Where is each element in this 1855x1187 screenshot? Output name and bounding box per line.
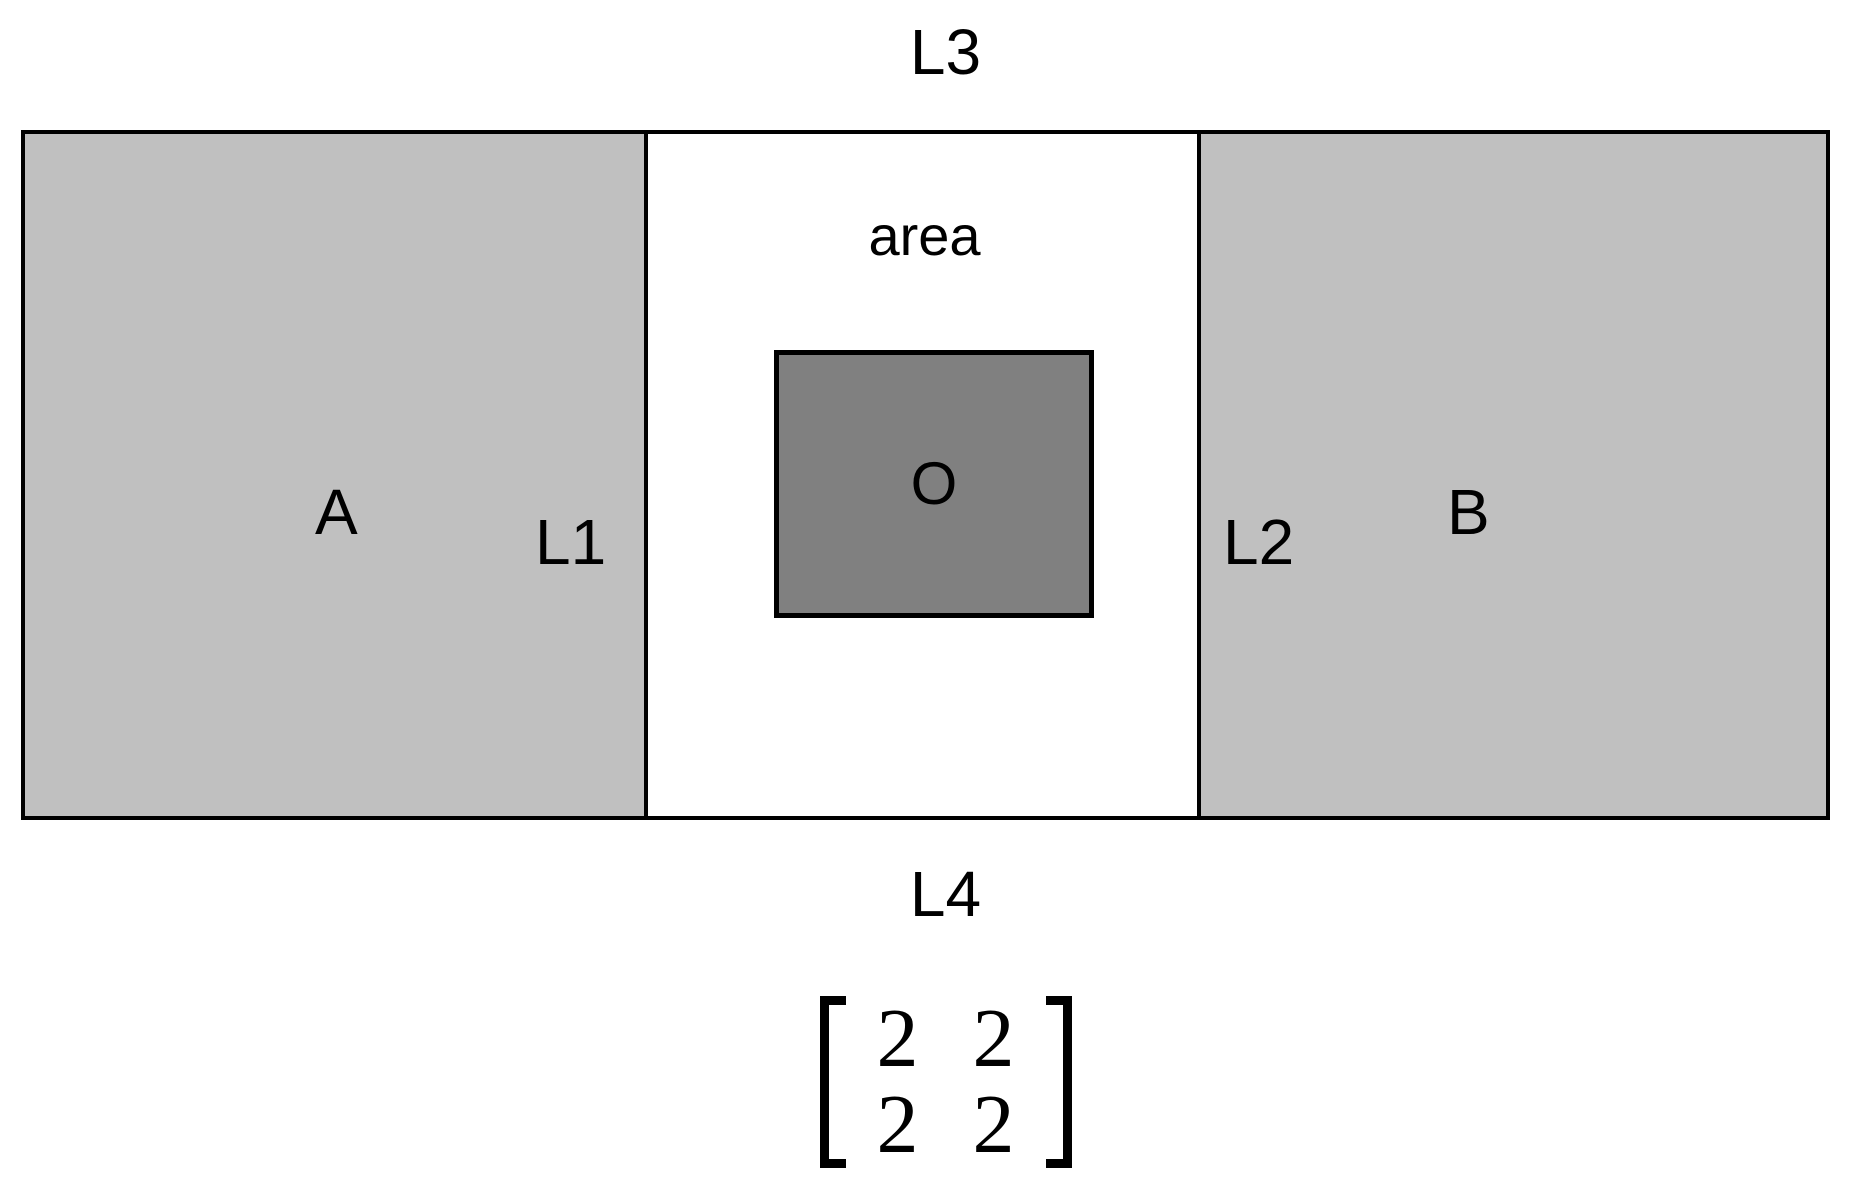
panel-b: L2 B — [1201, 134, 1826, 816]
matrix-row: 2 2 — [850, 996, 1042, 1082]
composite-rectangle: A L1 area O L2 B — [21, 130, 1830, 820]
matrix-cell: 2 — [972, 992, 1015, 1085]
matrix-close-bracket — [1045, 996, 1072, 1168]
panel-b-label: B — [1447, 476, 1490, 548]
area-caption: area — [868, 204, 981, 267]
label-l2: L2 — [1223, 506, 1295, 578]
label-l4: L4 — [909, 858, 982, 930]
matrix: 2 2 2 2 — [819, 996, 1072, 1168]
label-l1: L1 — [535, 506, 607, 578]
matrix-container: 2 2 2 2 — [18, 996, 1855, 1168]
matrix-row: 2 2 — [850, 1082, 1042, 1168]
label-l3: L3 — [909, 16, 982, 88]
matrix-open-bracket — [819, 996, 846, 1168]
matrix-cell: 2 — [876, 992, 919, 1085]
panel-a: A L1 — [25, 134, 648, 816]
matrix-cell: 2 — [972, 1078, 1015, 1171]
matrix-body: 2 2 2 2 — [846, 996, 1046, 1168]
inner-area-square: O — [774, 350, 1094, 618]
panel-a-label: A — [315, 476, 358, 548]
matrix-cell: 2 — [876, 1078, 919, 1171]
panel-center: area O — [648, 134, 1201, 816]
inner-area-label: O — [910, 450, 958, 517]
